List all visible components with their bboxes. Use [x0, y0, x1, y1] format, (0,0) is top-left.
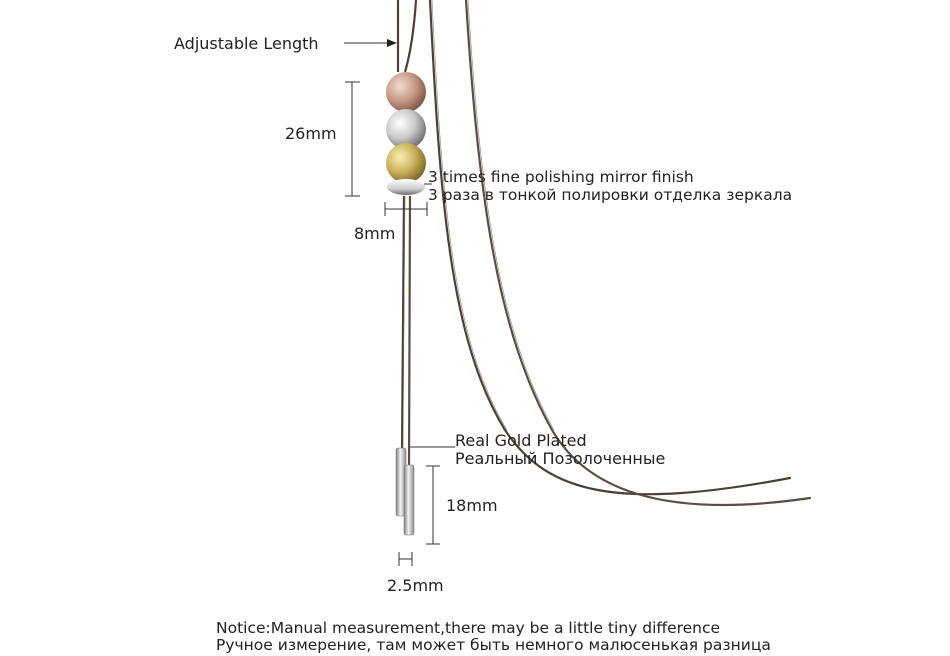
- plating-label-ru: Реальный Позолоченные: [455, 449, 666, 468]
- notice-en: Notice:Manual measurement,there may be a…: [216, 619, 721, 637]
- bead-height-label: 26mm: [285, 124, 337, 143]
- finish-label-ru: 3 раза в тонкой полировки отделка зеркал…: [428, 186, 793, 204]
- gold-bead: [386, 143, 426, 183]
- spacer-bead: [387, 179, 425, 195]
- finish-label-en: 3 times fine polishing mirror finish: [428, 168, 694, 186]
- tube-width-label: 2.5mm: [387, 576, 444, 595]
- adjustable-length-label: Adjustable Length: [174, 34, 319, 53]
- side-chain-right: [464, 0, 812, 507]
- bead-stack: [386, 72, 426, 195]
- plating-label-en: Real Gold Plated: [455, 431, 587, 450]
- side-chain-left: [428, 0, 792, 496]
- dimension-lines: [344, 39, 455, 566]
- lower-chains: [400, 195, 412, 471]
- notice-ru: Ручное измерение, там может быть немного…: [216, 636, 771, 654]
- tube-charms: [395, 447, 415, 536]
- side-chains: [428, 0, 812, 507]
- silver-bead: [386, 109, 426, 149]
- bead-width-label: 8mm: [354, 224, 396, 243]
- tube-charm-right: [403, 464, 415, 536]
- upper-chain: [396, 0, 418, 73]
- rose-gold-bead: [386, 72, 426, 112]
- tube-height-label: 18mm: [446, 496, 498, 515]
